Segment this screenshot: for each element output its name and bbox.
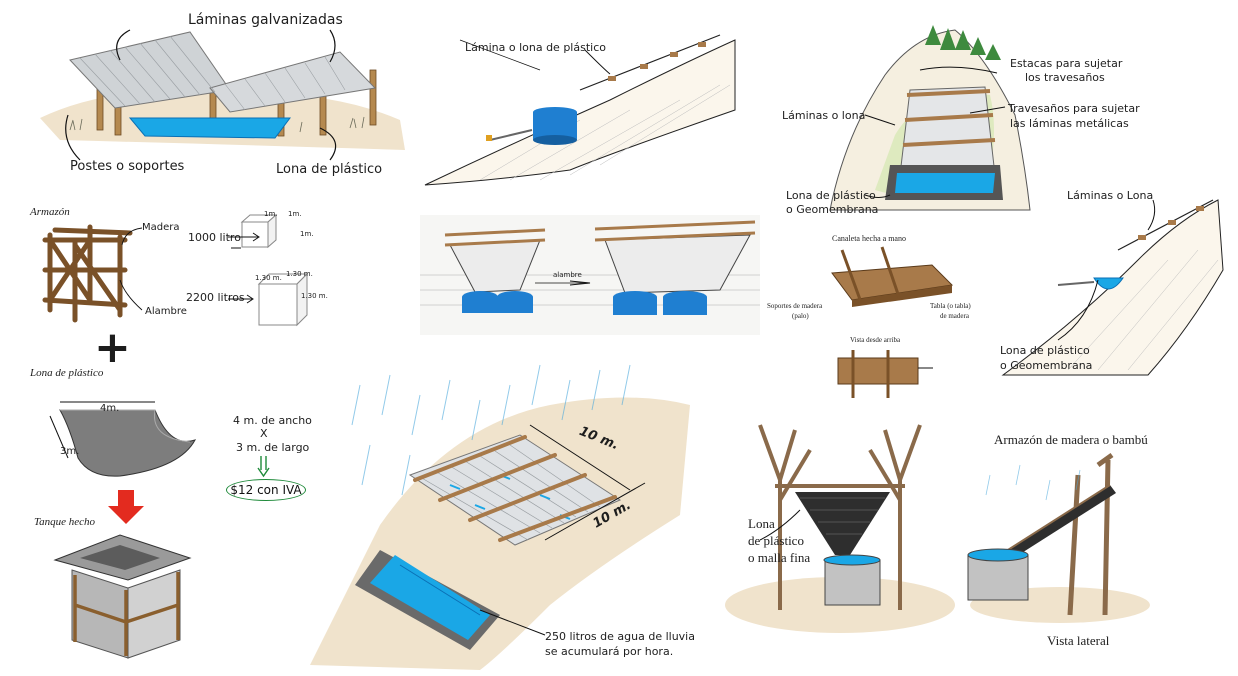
slope-label: Lámina o lona de plástico — [465, 41, 606, 54]
hillside-illustration — [829, 25, 1031, 211]
result-title: Tanque hecho — [34, 516, 96, 528]
right-sheets-label: Láminas o Lona — [1067, 189, 1154, 202]
frame-pointer-lines — [119, 227, 143, 311]
wire-label: Alambre — [145, 306, 187, 317]
tarp-title: Lona de plástico — [30, 367, 104, 379]
sheets-label: Láminas o lona — [782, 109, 866, 122]
big-tank-arrow — [228, 294, 254, 304]
big-dim-a: 1.30 m. — [255, 274, 282, 282]
tarp-width: 4m. — [100, 403, 120, 414]
funnel-frame-illustration — [725, 424, 955, 633]
stakes-line2: los travesaños — [1025, 71, 1105, 84]
big-dim-c: 1.30 m. — [301, 292, 328, 300]
note-line1: 250 litros de agua de lluvia — [545, 630, 695, 643]
side-view-label: Vista lateral — [1047, 633, 1110, 648]
small-tank-liters: 1000 litros — [188, 231, 247, 244]
spec-line3: 3 m. de largo — [236, 441, 310, 454]
roof-illustration — [40, 29, 405, 161]
board-line1: Tabla (o tabla) — [930, 302, 971, 310]
trough-systems-illustration — [420, 215, 760, 335]
bottom-frame-title: Armazón de madera o bambú — [994, 432, 1148, 447]
mesh-line2: de plástico — [748, 533, 804, 548]
big-tank-liters: 2200 litros — [186, 291, 245, 304]
gutter-illustration — [831, 246, 954, 307]
supports-line2: (palo) — [792, 312, 809, 320]
small-dim-c: 1m. — [300, 230, 314, 238]
supports-line1: Soportes de madera — [767, 302, 823, 310]
wood-frame-illustration — [42, 224, 133, 323]
crossbars-line1: Travesaños para sujetar — [1008, 102, 1140, 115]
gutter-title: Canaleta hecha a mano — [832, 234, 906, 243]
big-tank-cube — [257, 272, 309, 327]
slope-tank-illustration — [424, 34, 736, 186]
right-liner-line2: o Geomembrana — [1000, 359, 1093, 372]
price-badge: $12 con IVA — [226, 479, 306, 501]
small-dim-b: 1m. — [288, 210, 302, 218]
board-line2: de madera — [940, 312, 969, 320]
stakes-line1: Estacas para sujetar — [1010, 57, 1123, 70]
gutter-top-view — [837, 350, 933, 398]
small-dim-a: 1m. — [264, 210, 278, 218]
wood-label: Madera — [142, 222, 180, 233]
trough-wire-label: alambre — [553, 271, 582, 279]
frame-title: Armazón — [30, 206, 70, 218]
crossbars-line2: las láminas metálicas — [1010, 117, 1129, 130]
red-down-arrow — [108, 490, 144, 524]
note-line2: se acumulará por hora. — [545, 645, 674, 658]
mesh-line1: Lona — [748, 516, 775, 531]
right-slope-illustration — [1001, 199, 1224, 376]
plus-sign: + — [94, 322, 131, 373]
rain-collector-illustration — [310, 364, 690, 670]
finished-tank-illustration — [53, 534, 192, 659]
right-liner-line1: Lona de plástico — [1000, 344, 1090, 357]
mesh-line3: o malla fina — [748, 550, 811, 565]
small-tank-arrow — [228, 232, 260, 242]
roof-label: Láminas galvanizadas — [188, 12, 343, 28]
top-view-label: Vista desde arriba — [850, 336, 901, 344]
liner-line2: o Geomembrana — [786, 203, 879, 216]
roof-tarp-water — [128, 117, 291, 139]
spec-line1: 4 m. de ancho — [233, 414, 312, 427]
price-arrow — [257, 456, 270, 478]
liner-line1: Lona de plástico — [786, 189, 876, 202]
tarp-length: 3m. — [60, 446, 80, 457]
spec-line2: X — [260, 427, 268, 440]
tarp-label: Lona de plástico — [276, 162, 383, 177]
tarp-illustration — [49, 401, 197, 477]
bamboo-frame-illustration — [967, 452, 1150, 623]
big-dim-b: 1.30 m. — [286, 270, 313, 278]
posts-label: Postes o soportes — [70, 159, 185, 174]
